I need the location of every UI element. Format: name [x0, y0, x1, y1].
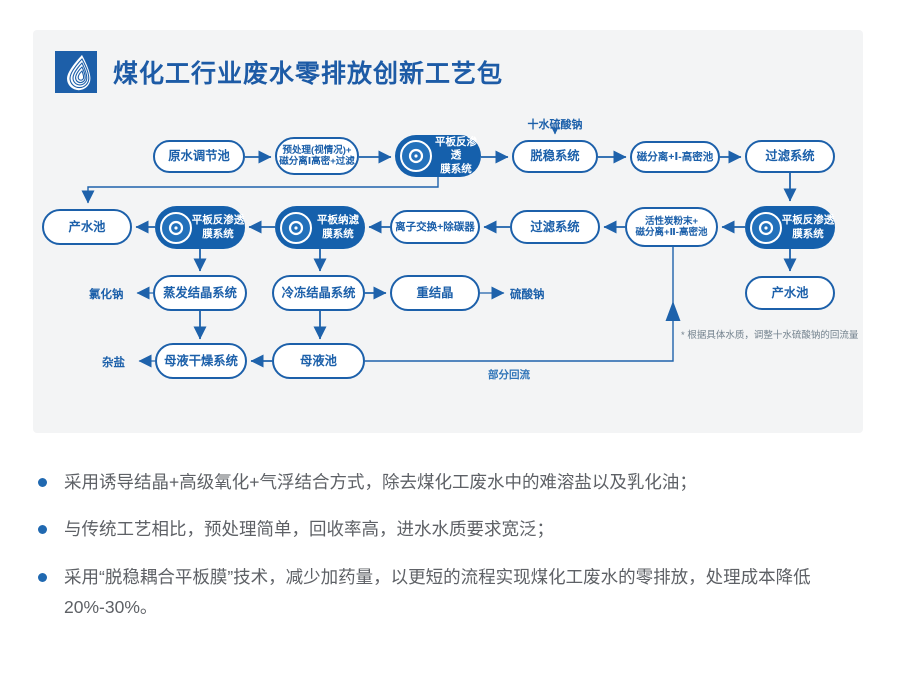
- page-title: 煤化工行业废水零排放创新工艺包: [113, 60, 504, 88]
- node-filtration-system-2: 过滤系统: [510, 210, 600, 244]
- node-flat-ro-membrane-2: 平板反渗透 膜系统: [155, 206, 245, 249]
- mixed-salt-output-label: 杂盐: [102, 357, 125, 369]
- bullet-text: 采用“脱稳耦合平板膜”技术，减少加药量，以更短的流程实现煤化工废水的零排放，处理…: [64, 566, 811, 617]
- node-magnetic-separation-1-high-density: 磁分离+Ⅰ-高密池: [630, 141, 720, 173]
- node-product-water-tank-2: 产水池: [745, 276, 835, 310]
- node-product-water-tank-1: 产水池: [42, 209, 132, 245]
- node-ion-exchange-decarbonizer: 离子交换+除碳器: [390, 210, 480, 244]
- diagram-card: 煤化工行业废水零排放创新工艺包: [33, 30, 863, 433]
- node-flat-ro-membrane-1: 平板反渗透 膜系统: [395, 135, 481, 177]
- node-raw-water-tank: 原水调节池: [153, 140, 245, 173]
- membrane-disc-icon: [160, 211, 192, 244]
- partial-reflux-label: 部分回流: [488, 369, 530, 381]
- sodium-sulfate-output-label: 硫酸钠: [510, 289, 545, 301]
- node-destabilization-system: 脱稳系统: [512, 140, 598, 173]
- node-filtration-system-1: 过滤系统: [745, 140, 835, 173]
- sodium-sulfate-decahydrate-input-label: 十水硫酸钠: [527, 119, 583, 131]
- membrane-disc-icon: [750, 211, 782, 244]
- node-recrystallization: 重结晶: [390, 275, 480, 311]
- node-mother-liquor-tank: 母液池: [272, 343, 365, 379]
- bullet-dot-icon: [38, 572, 47, 582]
- bullet-item: 采用“脱稳耦合平板膜”技术，减少加药量，以更短的流程实现煤化工废水的零排放，处理…: [38, 562, 862, 623]
- reflux-note: * 根据具体水质，调整十水硫酸钠的回流量: [681, 330, 859, 341]
- node-flat-nf-membrane: 平板纳滤 膜系统: [275, 206, 365, 249]
- flow-connectors: [81, 127, 797, 368]
- node-pretreatment: 预处理(视情况)+ 磁分离Ⅰ高密+过滤: [275, 137, 359, 175]
- node-mother-liquor-drying: 母液干燥系统: [155, 343, 247, 379]
- bullet-text: 采用诱导结晶+高级氧化+气浮结合方式，除去煤化工废水中的难溶盐以及乳化油；: [64, 472, 697, 492]
- node-freezing-crystallization: 冷冻结晶系统: [272, 275, 365, 311]
- bullet-text: 与传统工艺相比，预处理简单，回收率高，进水水质要求宽泛；: [64, 519, 554, 540]
- bullet-item: 采用诱导结晶+高级氧化+气浮结合方式，除去煤化工废水中的难溶盐以及乳化油；: [38, 467, 862, 497]
- node-flat-ro-membrane-3: 平板反渗透 膜系统: [745, 206, 835, 249]
- feature-bullet-list: 采用诱导结晶+高级氧化+气浮结合方式，除去煤化工废水中的难溶盐以及乳化油； 与传…: [38, 467, 862, 639]
- node-evaporation-crystallization: 蒸发结晶系统: [153, 275, 247, 311]
- membrane-disc-icon: [280, 211, 312, 244]
- bullet-dot-icon: [38, 478, 47, 487]
- water-drop-logo-icon: [55, 51, 97, 93]
- sodium-chloride-output-label: 氯化钠: [89, 289, 124, 301]
- membrane-disc-icon: [400, 140, 432, 172]
- node-activated-carbon-magnetic-separation-2: 活性炭粉末+ 磁分离+Ⅱ-高密池: [625, 207, 718, 247]
- bullet-item: 与传统工艺相比，预处理简单，回收率高，进水水质要求宽泛；: [38, 514, 862, 544]
- bullet-dot-icon: [38, 525, 47, 535]
- diagram-header: 煤化工行业废水零排放创新工艺包: [55, 51, 503, 93]
